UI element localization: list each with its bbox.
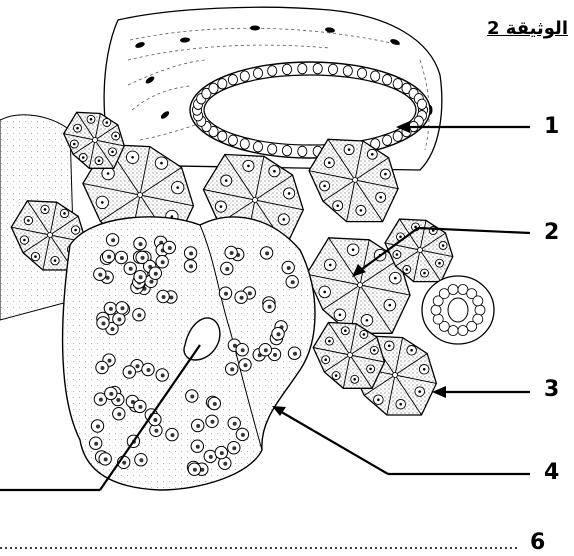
label-3: 3 bbox=[544, 377, 559, 402]
pointer-4-b bbox=[278, 410, 388, 474]
endothelial-cell bbox=[228, 135, 237, 145]
endothelial-cell bbox=[313, 63, 322, 73]
document-title: الوثيقة 2 bbox=[487, 18, 568, 39]
endothelial-cell bbox=[268, 144, 277, 154]
endothelial-cell bbox=[393, 79, 402, 89]
endothelial-cell bbox=[253, 68, 262, 78]
endothelial-cell bbox=[298, 146, 307, 156]
endothelial-cell bbox=[282, 64, 291, 74]
endothelial-cell bbox=[343, 66, 352, 76]
endothelial-cell bbox=[209, 83, 218, 93]
endothelial-cell bbox=[383, 135, 392, 145]
endothelial-cell bbox=[218, 79, 227, 89]
endothelial-cell bbox=[253, 142, 262, 152]
endothelial-cell bbox=[328, 64, 337, 74]
small-duct-right bbox=[422, 276, 494, 344]
duct-cell bbox=[475, 305, 485, 315]
endothelial-cell bbox=[218, 131, 227, 141]
endothelial-cell bbox=[393, 131, 402, 141]
duct-cell bbox=[473, 296, 483, 306]
endothelial-cell bbox=[357, 68, 366, 78]
endothelial-cell bbox=[298, 63, 307, 73]
endothelial-cell bbox=[268, 66, 277, 76]
label-6: 6 bbox=[530, 530, 545, 555]
blood-vessel bbox=[190, 62, 430, 158]
endothelial-cell bbox=[383, 75, 392, 85]
duct-cell bbox=[433, 314, 443, 324]
duct-cell bbox=[448, 285, 458, 295]
endothelial-cell bbox=[417, 99, 426, 109]
endothelial-cell bbox=[240, 139, 249, 149]
duct-cell bbox=[458, 326, 468, 336]
label-4: 4 bbox=[544, 460, 559, 485]
endothelial-cell bbox=[228, 75, 237, 85]
endothelial-cell bbox=[282, 145, 291, 155]
endothelial-cell bbox=[371, 71, 380, 81]
label-2: 2 bbox=[544, 220, 559, 245]
duct-cell bbox=[431, 305, 441, 315]
label-1: 1 bbox=[544, 114, 559, 139]
endothelial-cell bbox=[240, 71, 249, 81]
